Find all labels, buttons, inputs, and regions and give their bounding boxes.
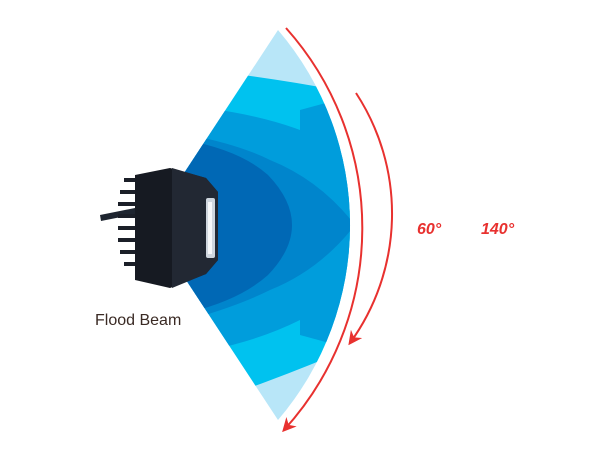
angle-60-arrow — [348, 92, 393, 346]
angle-60-label: 60° — [417, 221, 442, 238]
angle-140-arrow — [282, 27, 364, 433]
heatsink-fins — [118, 178, 144, 266]
angle-140-label: 140° — [481, 221, 515, 238]
work-light-icon — [100, 168, 218, 288]
beam-type-label: Flood Beam — [95, 312, 182, 329]
